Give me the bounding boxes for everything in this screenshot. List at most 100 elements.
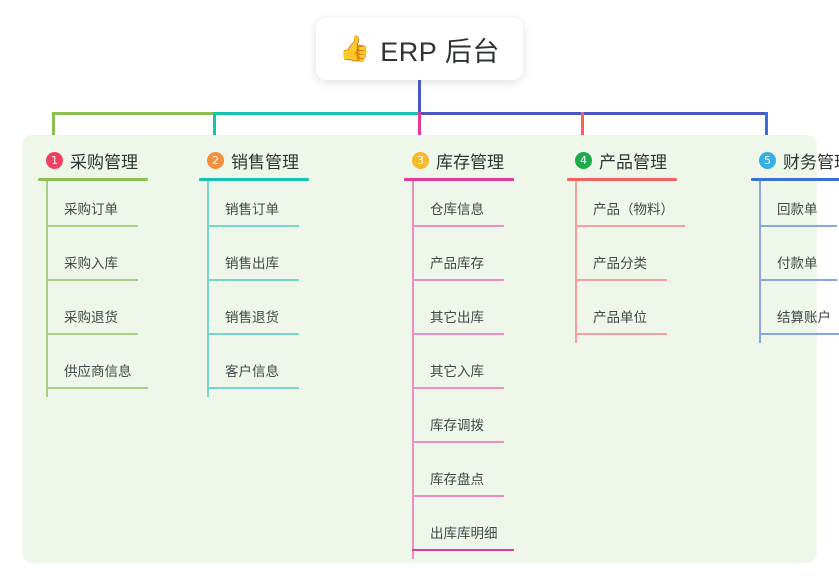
branch-column-5: 5 财务管理 回款单 付款单 结算账户 <box>751 143 839 343</box>
list-item[interactable]: 出库库明细 <box>404 505 514 559</box>
item-label: 出库库明细 <box>430 526 498 541</box>
list-item[interactable]: 结算账户 <box>751 289 839 343</box>
list-item[interactable]: 其它入库 <box>404 343 514 397</box>
item-underline <box>207 225 299 227</box>
list-item[interactable]: 其它出库 <box>404 289 514 343</box>
branch-title-1: 采购管理 <box>70 152 138 172</box>
list-item[interactable]: 产品库存 <box>404 235 514 289</box>
branch-column-4: 4 产品管理 产品（物料） 产品分类 产品单位 <box>567 143 685 343</box>
item-label: 产品（物料） <box>593 202 674 217</box>
bus-segment-blue <box>418 112 768 115</box>
item-label: 产品分类 <box>593 256 647 271</box>
branch-column-3: 3 库存管理 仓库信息 产品库存 其它出库 其它入库 库存调拨 <box>404 143 514 559</box>
branch-items-2: 销售订单 销售出库 销售退货 客户信息 <box>199 181 309 397</box>
item-label: 库存调拨 <box>430 418 484 433</box>
list-item[interactable]: 销售退货 <box>199 289 309 343</box>
branch-underline-5 <box>751 178 839 181</box>
trunk-stem <box>418 80 421 114</box>
item-label: 产品库存 <box>430 256 484 271</box>
branch-spine-2 <box>207 181 209 397</box>
branch-items-5: 回款单 付款单 结算账户 <box>751 181 839 343</box>
list-item[interactable]: 库存盘点 <box>404 451 514 505</box>
item-label: 销售出库 <box>225 256 279 271</box>
item-underline <box>412 387 504 389</box>
branch-header-4[interactable]: 4 产品管理 <box>567 143 677 177</box>
branch-header-2[interactable]: 2 销售管理 <box>199 143 309 177</box>
item-label: 仓库信息 <box>430 202 484 217</box>
branch-badge-4: 4 <box>575 151 592 169</box>
list-item[interactable]: 仓库信息 <box>404 181 514 235</box>
drop-line-branch-2 <box>213 112 216 151</box>
list-item[interactable]: 库存调拨 <box>404 397 514 451</box>
drop-line-branch-5 <box>765 112 768 151</box>
item-underline <box>575 279 667 281</box>
branch-items-4: 产品（物料） 产品分类 产品单位 <box>567 181 685 343</box>
list-item[interactable]: 采购入库 <box>38 235 148 289</box>
item-label: 采购订单 <box>64 202 118 217</box>
branch-badge-3: 3 <box>412 151 429 169</box>
list-item[interactable]: 产品分类 <box>567 235 677 289</box>
item-label: 结算账户 <box>777 310 831 325</box>
branch-badge-2: 2 <box>207 151 224 169</box>
drop-line-branch-3 <box>418 112 421 151</box>
branch-badge-1: 1 <box>46 151 63 169</box>
list-item[interactable]: 供应商信息 <box>38 343 148 397</box>
item-underline <box>759 225 837 227</box>
bus-segment-green <box>52 112 215 115</box>
branch-badge-5: 5 <box>759 151 776 169</box>
branch-spine-4 <box>575 181 577 343</box>
branch-header-3[interactable]: 3 库存管理 <box>404 143 514 177</box>
branch-items-3: 仓库信息 产品库存 其它出库 其它入库 库存调拨 库存盘点 <box>404 181 514 559</box>
branch-column-1: 1 采购管理 采购订单 采购入库 采购退货 供应商信息 <box>38 143 148 397</box>
list-item[interactable]: 产品（物料） <box>567 181 685 235</box>
root-node-erp-backend[interactable]: 👍 ERP 后台 <box>316 18 523 80</box>
item-label: 采购退货 <box>64 310 118 325</box>
diagram-panel <box>22 135 817 563</box>
item-underline <box>412 495 504 497</box>
item-label: 其它出库 <box>430 310 484 325</box>
list-item[interactable]: 回款单 <box>751 181 839 235</box>
list-item[interactable]: 采购订单 <box>38 181 148 235</box>
list-item[interactable]: 销售订单 <box>199 181 309 235</box>
item-underline <box>412 279 504 281</box>
branch-underline-2 <box>199 178 309 181</box>
list-item[interactable]: 客户信息 <box>199 343 309 397</box>
item-underline <box>575 333 667 335</box>
item-underline <box>412 225 504 227</box>
branch-underline-3 <box>404 178 514 181</box>
item-label: 付款单 <box>777 256 818 271</box>
branch-spine-5 <box>759 181 761 343</box>
item-label: 销售订单 <box>225 202 279 217</box>
list-item[interactable]: 产品单位 <box>567 289 677 343</box>
thumbs-up-icon: 👍 <box>339 34 371 63</box>
item-underline <box>207 279 299 281</box>
item-underline <box>207 387 299 389</box>
item-label: 产品单位 <box>593 310 647 325</box>
item-underline <box>412 333 504 335</box>
branch-spine-1 <box>46 181 48 397</box>
branch-items-1: 采购订单 采购入库 采购退货 供应商信息 <box>38 181 148 397</box>
item-label: 回款单 <box>777 202 818 217</box>
item-underline <box>46 333 138 335</box>
branch-header-1[interactable]: 1 采购管理 <box>38 143 148 177</box>
item-underline <box>759 279 837 281</box>
branch-spine-3 <box>412 181 414 559</box>
item-underline <box>46 387 148 389</box>
item-label: 销售退货 <box>225 310 279 325</box>
item-label: 供应商信息 <box>64 364 132 379</box>
item-underline <box>759 333 839 335</box>
bus-segment-teal <box>213 112 420 115</box>
item-underline <box>46 279 138 281</box>
item-label: 采购入库 <box>64 256 118 271</box>
item-label: 其它入库 <box>430 364 484 379</box>
list-item[interactable]: 销售出库 <box>199 235 309 289</box>
branch-header-5[interactable]: 5 财务管理 <box>751 143 839 177</box>
list-item[interactable]: 采购退货 <box>38 289 148 343</box>
item-underline <box>412 441 504 443</box>
list-item[interactable]: 付款单 <box>751 235 839 289</box>
branch-title-5: 财务管理 <box>783 152 839 172</box>
item-label: 库存盘点 <box>430 472 484 487</box>
drop-line-branch-1 <box>52 112 55 151</box>
branch-underline-4 <box>567 178 677 181</box>
